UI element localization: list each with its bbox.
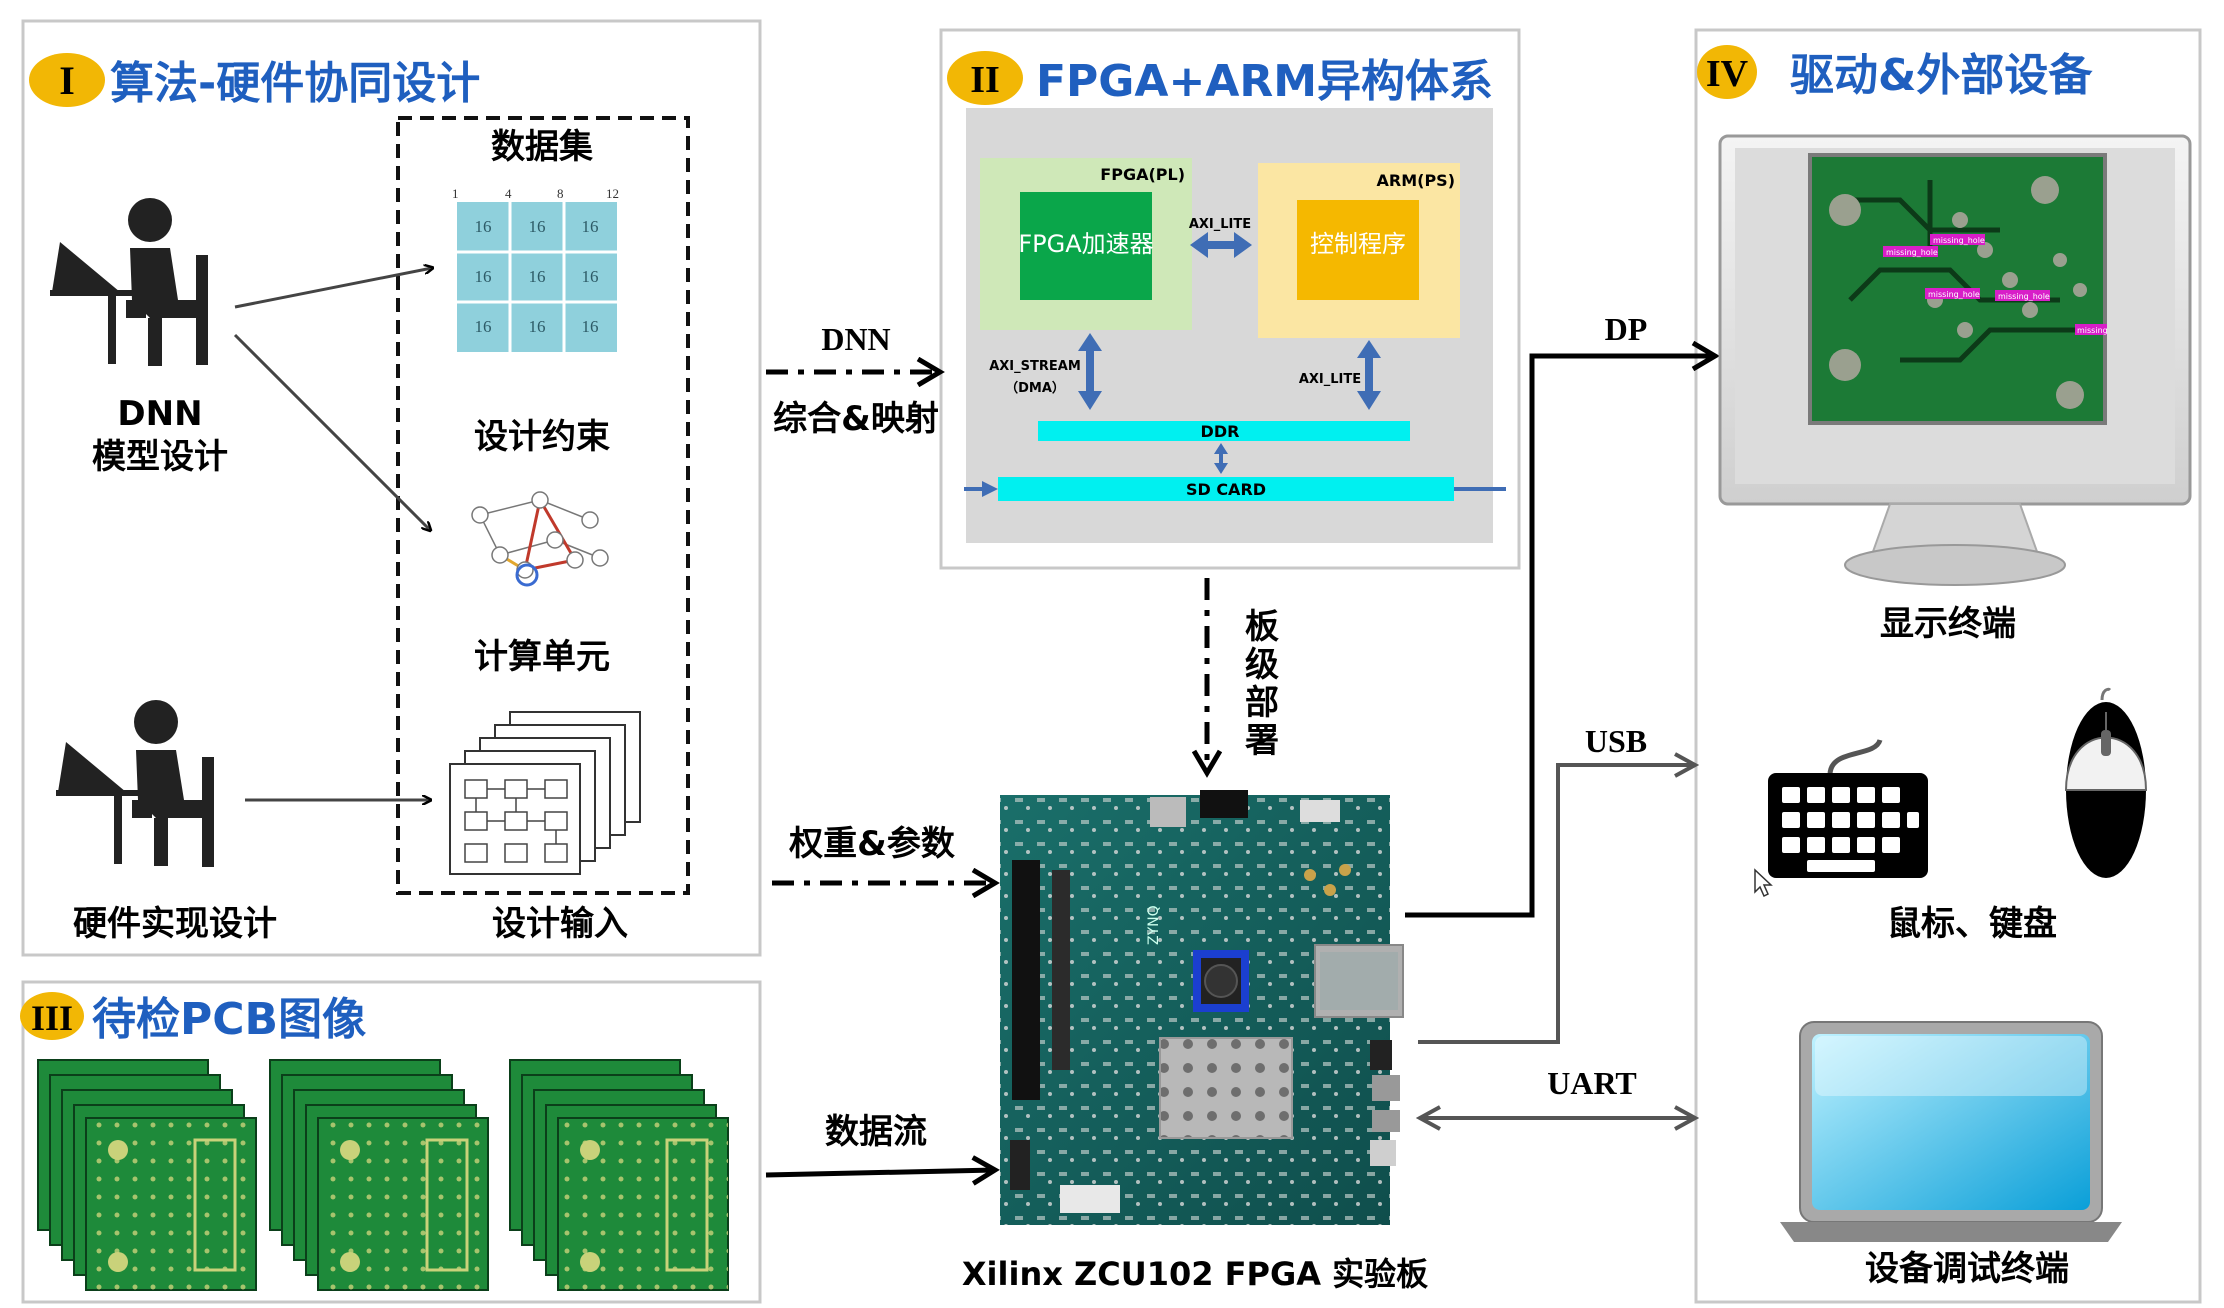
- pl-label: FPGA(PL): [1100, 165, 1185, 184]
- fpga-accelerator-label: FPGA加速器: [1018, 230, 1153, 258]
- compute-unit-label: 计算单元: [474, 637, 610, 677]
- zynq-chip-text: ZYNQ: [1146, 905, 1162, 945]
- section-2-title: II FPGA+ARM异构体系: [947, 51, 1493, 107]
- pcb-image-stack-2: [269, 1059, 489, 1291]
- keyboard-mouse-label: 鼠标、键盘: [1887, 904, 2057, 944]
- hw-design-label: 硬件实现设计: [73, 904, 277, 944]
- dataset-cell: 16: [582, 217, 599, 236]
- defect-tag: missing_hole: [1933, 236, 1985, 245]
- section-1-title: I 算法-硬件协同设计: [29, 53, 480, 109]
- axi-stream-double-arrow: [1078, 333, 1102, 410]
- board-deploy-char-2: 级: [1245, 645, 1279, 685]
- compute-unit-icon: [449, 711, 641, 875]
- hw-designer-figure: [56, 700, 214, 867]
- dnn-designer-figure: [50, 198, 208, 366]
- dataset-cell: 16: [529, 217, 546, 236]
- badge-4: [1697, 45, 1757, 99]
- defect-tag: missing_hole: [1928, 290, 1980, 299]
- keyboard-icon: [1768, 738, 1928, 878]
- sd-card-bus: [998, 477, 1454, 501]
- dataset-cell: 16: [475, 267, 492, 286]
- badge-2: [947, 51, 1023, 105]
- axi-lite-right-label: AXI_LITE: [1299, 372, 1361, 387]
- axi-lite-double-arrow: [1190, 232, 1252, 258]
- badge-3: [20, 992, 84, 1040]
- constraint-label: 设计约束: [474, 417, 610, 457]
- dp-connection: [1405, 356, 1715, 918]
- dataset-cell: 16: [475, 217, 492, 236]
- board-deploy-char-4: 署: [1245, 721, 1279, 761]
- defect-tag: missing_hole: [1998, 292, 2050, 301]
- ddr-bus: [1038, 421, 1410, 441]
- ddr-label: DDR: [1201, 422, 1240, 441]
- dataflow-arrow: [765, 1170, 995, 1175]
- board-deploy-char-1: 板: [1245, 607, 1279, 647]
- design-inputs-dashed-box: [396, 116, 690, 895]
- dataset-grid: 1 4 8 12 16 16 16 16 16 16 16 16 16: [452, 186, 619, 352]
- section-4-title: IV 驱动&外部设备: [1697, 45, 2093, 101]
- ps-label: ARM(PS): [1377, 171, 1456, 190]
- display-monitor: missing_hole missing_hole missing_hole m…: [1718, 134, 2192, 586]
- section-1-title-text: 算法-硬件协同设计: [110, 58, 480, 109]
- uart-label: UART: [1547, 1065, 1637, 1101]
- control-program-label: 控制程序: [1310, 230, 1406, 258]
- dnn-label-line1: DNN: [117, 394, 202, 434]
- dataset-cell: 16: [475, 317, 492, 336]
- pcb-image-stack-3: [509, 1059, 729, 1291]
- dnn-flow-label: DNN: [821, 321, 890, 357]
- dataset-label: 数据集: [491, 127, 593, 167]
- dataset-cell: 16: [529, 267, 546, 286]
- section-4-title-text: 驱动&外部设备: [1790, 50, 2093, 101]
- badge-4-numeral: IV: [1706, 53, 1749, 95]
- usb-connection: [1418, 765, 1695, 1044]
- dataset-axis-3: 8: [557, 186, 564, 201]
- dnn-label-line2: 模型设计: [92, 437, 228, 477]
- badge-2-numeral: II: [970, 59, 1000, 101]
- board-caption: Xilinx ZCU102 FPGA 实验板: [962, 1255, 1428, 1293]
- section-3-title: III 待检PCB图像: [20, 992, 366, 1045]
- axi-stream-label: AXI_STREAM: [989, 359, 1081, 374]
- section-2-title-text: FPGA+ARM异构体系: [1036, 56, 1493, 107]
- display-terminal-label: 显示终端: [1880, 604, 2016, 644]
- dp-label: DP: [1605, 311, 1648, 347]
- arrow-dnn-to-dataset: [234, 268, 432, 309]
- mouse-icon: [2064, 687, 2148, 878]
- axi-lite-top-label: AXI_LITE: [1189, 217, 1251, 232]
- dataset-cell: 16: [582, 317, 599, 336]
- zcu102-board: ZYNQ: [1000, 790, 1404, 1225]
- ddr-sd-double-arrow: [1214, 443, 1228, 474]
- section-3-title-text: 待检PCB图像: [92, 994, 366, 1045]
- debug-terminal-label: 设备调试终端: [1865, 1249, 2069, 1289]
- constraint-graph-icon: [471, 491, 609, 587]
- weights-params-label: 权重&参数: [788, 824, 955, 864]
- dataflow-label: 数据流: [825, 1112, 927, 1152]
- fpga-accelerator-block: [1020, 192, 1152, 300]
- defect-markers: missing_hole missing_hole missing_hole m…: [1883, 234, 2108, 335]
- defect-tag: missing: [2077, 326, 2108, 335]
- debug-laptop-icon: [1780, 1021, 2122, 1242]
- synthesis-mapping-label: 综合&映射: [773, 399, 939, 439]
- board-deploy-char-3: 部: [1245, 683, 1279, 723]
- pcb-image-stack-1: [37, 1059, 257, 1291]
- usb-label: USB: [1585, 723, 1647, 759]
- axi-stream-dma-label: （DMA）: [1005, 380, 1065, 396]
- dataset-cell: 16: [529, 317, 546, 336]
- control-program-block: [1297, 200, 1419, 300]
- cursor-icon: [1754, 868, 1773, 898]
- dataset-cell: 16: [582, 267, 599, 286]
- sd-card-io-arrows: [964, 481, 1506, 497]
- design-input-label: 设计输入: [492, 904, 628, 944]
- axi-lite-right-double-arrow: [1357, 340, 1381, 410]
- dataset-axis-4: 12: [606, 186, 619, 201]
- badge-3-numeral: III: [31, 998, 73, 1038]
- dataset-axis-1: 1: [452, 186, 459, 201]
- sd-card-label: SD CARD: [1186, 480, 1266, 499]
- badge-1-numeral: I: [59, 58, 75, 103]
- dataset-axis-2: 4: [505, 186, 512, 201]
- badge-1: [29, 53, 105, 107]
- arrow-dnn-to-constraints: [233, 333, 430, 530]
- defect-tag: missing_hole: [1886, 248, 1938, 257]
